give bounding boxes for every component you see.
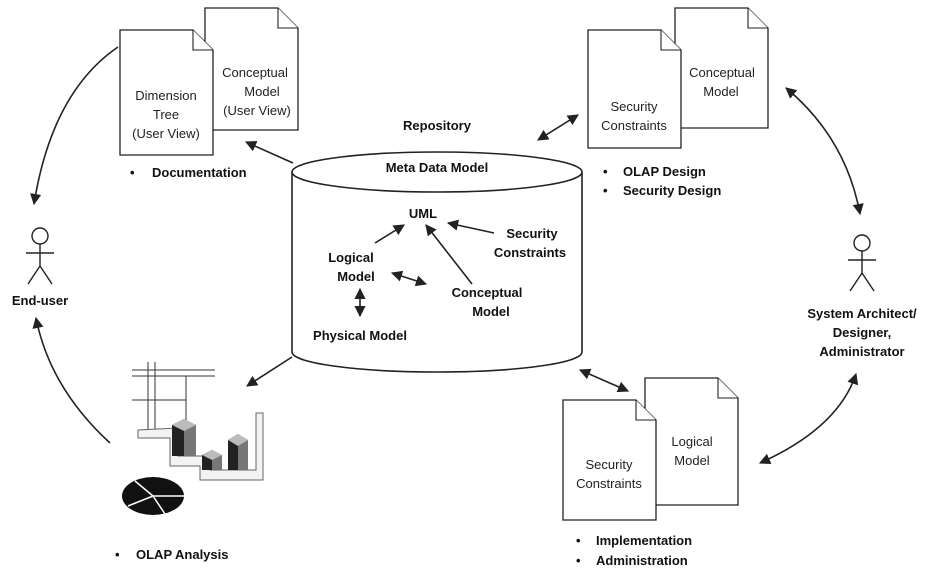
- meta-data-model-label: Meta Data Model: [386, 160, 489, 175]
- bottom-right-documents: [562, 377, 739, 521]
- tl-front-doc-line-2: Tree: [153, 107, 179, 122]
- tr-back-doc-line-1: Conceptual: [689, 65, 755, 80]
- tr-olap-design-label: OLAP Design: [623, 164, 706, 179]
- uml-label: UML: [409, 206, 437, 221]
- logical-to-uml-arrow: [374, 224, 405, 244]
- br-administration-label: Administration: [596, 553, 688, 568]
- tl-bullet-1: •: [130, 165, 135, 180]
- top-left-documents: [119, 7, 299, 156]
- implementation-architect-arrow: [758, 372, 859, 464]
- tl-back-doc-line-2: Model: [244, 84, 280, 99]
- tr-bullet-2: •: [603, 183, 608, 198]
- tr-front-doc-line-2: Constraints: [601, 118, 667, 133]
- logical-model-label-1: Logical: [328, 250, 374, 265]
- bl-olap-analysis-label: OLAP Analysis: [136, 547, 228, 562]
- documentation-to-end-user-arrow: [30, 46, 119, 206]
- security-constraints-label-2: Constraints: [494, 245, 566, 260]
- architect-label-line-2: Designer,: [833, 325, 892, 340]
- conceptual-model-label-1: Conceptual: [452, 285, 523, 300]
- tl-back-doc-line-3: (User View): [223, 103, 291, 118]
- br-back-doc-line-2: Model: [674, 453, 710, 468]
- repo-to-olap-analysis-arrow: [246, 356, 293, 387]
- br-front-doc-line-1: Security: [586, 457, 633, 472]
- end-user-actor-icon: [26, 227, 54, 285]
- bl-bullet-1: •: [115, 547, 120, 562]
- tl-back-doc-line-1: Conceptual: [222, 65, 288, 80]
- br-bullet-1: •: [576, 533, 581, 548]
- tr-security-design-label: Security Design: [623, 183, 721, 198]
- conceptual-model-label-2: Model: [472, 304, 510, 319]
- repo-to-documentation-arrow: [244, 140, 294, 164]
- top-right-documents: [587, 7, 769, 149]
- br-implementation-label: Implementation: [596, 533, 692, 548]
- repository-title: Repository: [403, 118, 472, 133]
- architect-actor-icon: [848, 234, 876, 292]
- security-constraints-label-1: Security: [506, 226, 558, 241]
- architect-label-line-3: Administrator: [819, 344, 904, 359]
- tr-back-doc-line-2: Model: [703, 84, 739, 99]
- tr-bullet-1: •: [603, 164, 608, 179]
- br-bullet-2: •: [576, 553, 581, 568]
- olap-analysis-to-end-user-arrow: [32, 316, 111, 444]
- design-architect-arrow: [785, 87, 864, 216]
- architect-label-line-1: System Architect/: [807, 306, 917, 321]
- end-user-label: End-user: [12, 293, 68, 308]
- conceptual-to-uml-arrow: [425, 224, 473, 285]
- logical-model-label-2: Model: [337, 269, 375, 284]
- security-to-uml-arrow: [446, 219, 495, 234]
- repo-implementation-arrow: [578, 368, 630, 393]
- br-back-doc-line-1: Logical: [671, 434, 712, 449]
- repo-olap-design-arrow: [537, 114, 579, 141]
- tl-front-doc-line-3: (User View): [132, 126, 200, 141]
- tl-documentation-label: Documentation: [152, 165, 247, 180]
- br-front-doc-line-2: Constraints: [576, 476, 642, 491]
- tl-front-doc-line-1: Dimension: [135, 88, 196, 103]
- repository-cylinder: [291, 151, 583, 373]
- tr-front-doc-line-1: Security: [611, 99, 658, 114]
- olap-analysis-icon: [122, 362, 264, 515]
- physical-model-label: Physical Model: [313, 328, 407, 343]
- logical-conceptual-arrow: [390, 270, 428, 287]
